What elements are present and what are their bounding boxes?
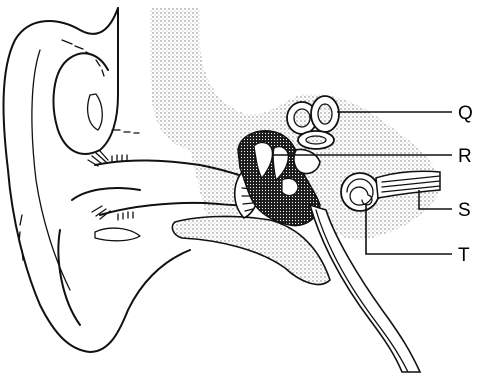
pinna-lobe <box>58 230 80 325</box>
concha-rim <box>72 188 140 200</box>
antihelix <box>32 50 70 290</box>
cartilage-dashes-mid <box>112 130 139 133</box>
cartilage-dashes-left <box>19 215 23 260</box>
lower-bone-block <box>172 216 330 284</box>
label-r: R <box>458 146 472 167</box>
label-s: S <box>458 200 471 221</box>
cartilage-island-lower <box>95 228 140 241</box>
label-q: Q <box>458 103 473 124</box>
stapes <box>282 178 298 195</box>
cartilage-island-upper <box>88 94 103 130</box>
label-t: T <box>458 245 470 266</box>
canal-hairs-lower <box>92 206 110 219</box>
canal-teeth-lower <box>118 212 133 220</box>
cochlea <box>341 173 379 211</box>
pinna-inner-fold <box>54 8 118 154</box>
